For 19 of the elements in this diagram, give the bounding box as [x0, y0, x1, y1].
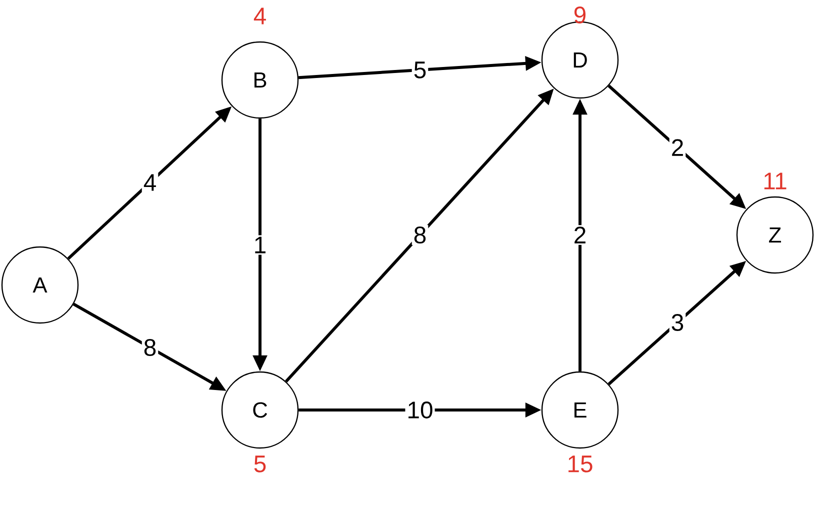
edge-label: 2: [574, 226, 586, 244]
edge-label: 2: [672, 139, 683, 156]
distance-label: 4: [254, 8, 266, 24]
edge-label: 10: [408, 402, 432, 418]
edge-label: 8: [144, 339, 156, 356]
distance-label: 9: [574, 6, 586, 24]
graph-node: C: [221, 371, 299, 449]
graph-node: A: [1, 246, 79, 324]
distance-label: 5: [254, 456, 266, 472]
graph-node: B: [221, 41, 299, 119]
edge-label: 4: [144, 174, 156, 191]
edge-label: 3: [672, 314, 684, 331]
edge-label: 5: [414, 62, 426, 78]
graph-node: Z: [736, 196, 814, 274]
distance-label: 11: [764, 172, 786, 190]
graph-node: E: [541, 371, 619, 449]
distance-label: 15: [568, 456, 592, 472]
edge-label: 8: [414, 226, 426, 244]
edge-label: 1: [255, 236, 266, 254]
